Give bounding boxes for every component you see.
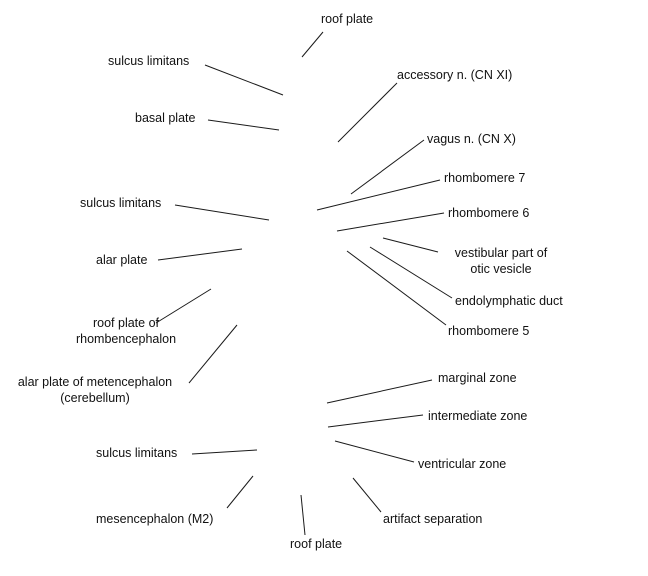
leader-alar-metencephalon <box>188 324 238 384</box>
leader-ventricular-zone <box>334 440 415 463</box>
label-roof-plate-top: roof plate <box>321 12 374 26</box>
leader-basal-plate <box>207 119 280 131</box>
label-vagus-n: vagus n. (CN X) <box>427 132 516 146</box>
leader-vestibular-otic <box>382 237 439 253</box>
label-rhombomere-6: rhombomere 6 <box>448 206 530 220</box>
leader-intermediate-zone <box>327 414 424 428</box>
label-intermediate-zone: intermediate zone <box>428 409 528 423</box>
label-mesencephalon: mesencephalon (M2) <box>96 512 214 526</box>
label-rhombomere-7: rhombomere 7 <box>444 171 526 185</box>
leader-sulcus-limitans-2 <box>174 204 270 221</box>
label-rhombomere-5: rhombomere 5 <box>448 324 530 338</box>
leader-endolymphatic-duct <box>369 246 453 299</box>
label-roof-plate-of-rhombencephalon: roof plate of rhombencephalon <box>76 315 176 347</box>
leader-accessory-n <box>337 82 398 143</box>
label-alar-metencephalon-line-2: (cerebellum) <box>60 391 130 405</box>
label-alar-plate: alar plate <box>96 253 148 267</box>
leader-artifact-separation <box>352 477 382 513</box>
leader-marginal-zone <box>326 379 433 404</box>
leader-sulcus-limitans-1 <box>204 64 284 96</box>
label-ventricular-zone: ventricular zone <box>418 457 507 471</box>
label-roof-plate-rhomb-line-2: rhombencephalon <box>75 332 177 346</box>
leader-roof-plate-top <box>301 31 324 58</box>
label-roof-plate-bottom: roof plate <box>290 537 343 551</box>
leader-rhombomere-6 <box>336 212 445 232</box>
label-basal-plate: basal plate <box>135 111 196 125</box>
leader-rhombomere-7 <box>316 179 441 211</box>
label-alar-plate-of-metencephalon: alar plate of metencephalon (cerebellum) <box>18 374 172 406</box>
leader-roof-plate-bottom <box>300 494 306 536</box>
leader-rhombomere-5 <box>346 250 447 326</box>
leader-sulcus-limitans-3 <box>191 449 258 455</box>
label-artifact-separation: artifact separation <box>383 512 483 526</box>
leader-mesencephalon <box>226 475 254 509</box>
label-sulcus-limitans-2: sulcus limitans <box>80 196 162 210</box>
label-sulcus-limitans-1: sulcus limitans <box>108 54 190 68</box>
label-sulcus-limitans-3: sulcus limitans <box>96 446 178 460</box>
label-marginal-zone: marginal zone <box>438 371 517 385</box>
label-accessory-n: accessory n. (CN XI) <box>397 68 513 82</box>
leader-roof-plate-rhomb <box>155 288 212 324</box>
label-vestibular-line-1: vestibular part of <box>454 246 548 260</box>
leader-vagus-n <box>350 139 425 195</box>
label-vestibular-line-2: otic vesicle <box>470 262 532 276</box>
label-endolymphatic-duct: endolymphatic duct <box>455 294 563 308</box>
label-vestibular-part-of-otic-vesicle: vestibular part of otic vesicle <box>455 245 547 277</box>
leader-alar-plate <box>157 248 243 261</box>
label-roof-plate-rhomb-line-1: roof plate of <box>92 316 160 330</box>
label-alar-metencephalon-line-1: alar plate of metencephalon <box>17 375 173 389</box>
